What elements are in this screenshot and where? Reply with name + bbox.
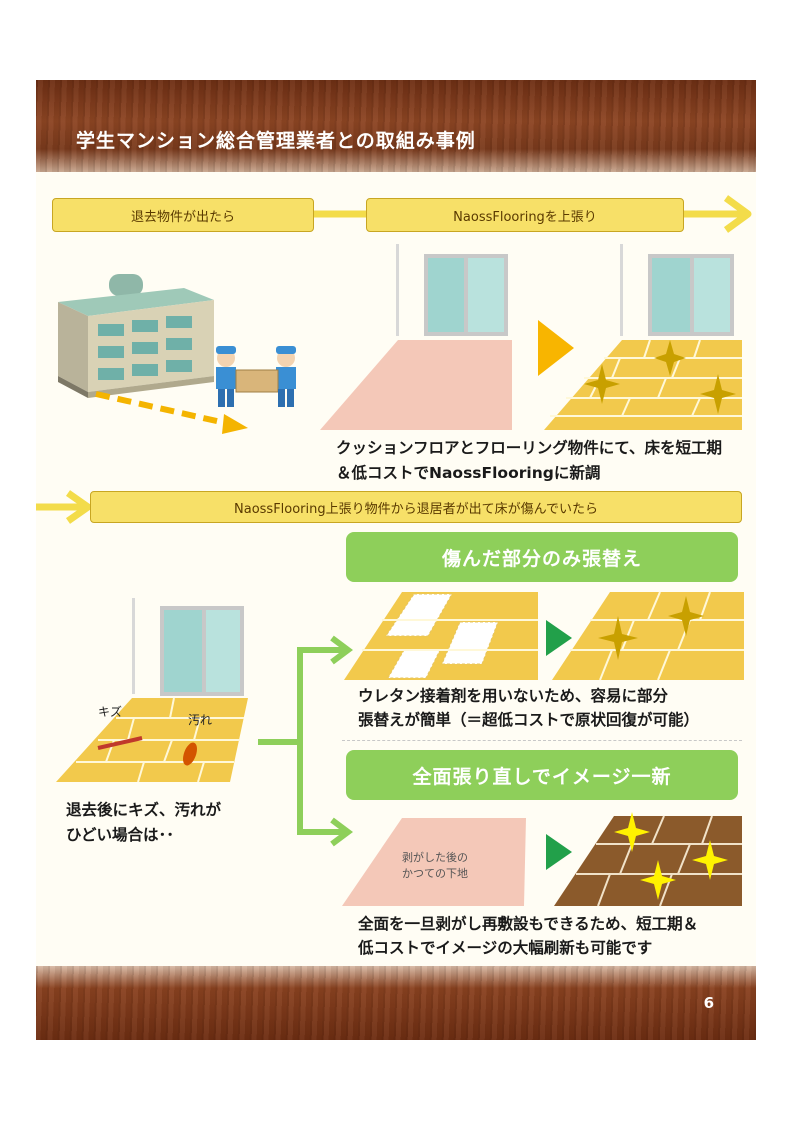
- flow-arrow-middle: [36, 490, 92, 524]
- banner-overlay: NaossFlooringを上張り: [366, 198, 684, 232]
- green-arrow-right-icon: [546, 834, 572, 870]
- bad-case-caption-line1: 退去後にキズ、汚れが: [66, 801, 222, 819]
- damage-label-scratch: キズ: [98, 705, 123, 719]
- footer-wood-band: [36, 966, 756, 1040]
- bad-case-caption-line2: ひどい場合は･･: [66, 826, 175, 844]
- damaged-room-illustration: [56, 598, 248, 783]
- new-brown-floor-illustration: [554, 812, 742, 907]
- banner-move-out: 退去物件が出たら: [52, 198, 314, 232]
- renewal-caption-line2: ＆低コストでNaossFlooringに新調: [336, 464, 601, 482]
- arrow-right-icon: [538, 320, 574, 376]
- subfloor-label-line1: 剥がした後の: [402, 851, 468, 864]
- renewal-caption-line1: クッションフロアとフローリング物件にて、床を短工期: [336, 439, 722, 457]
- damage-label-stain: 汚れ: [188, 713, 213, 727]
- full-caption-line1: 全面を一旦剥がし再敷設もできるため、短工期＆: [358, 915, 699, 933]
- new-flooring-room-illustration: [544, 244, 742, 430]
- green-arrow-right-icon: [546, 620, 572, 656]
- page-number: 6: [703, 994, 714, 1012]
- partial-caption-line2: 張替えが簡単（＝超低コストで原状回復が可能）: [358, 711, 700, 729]
- partial-repaired-floor-illustration: [552, 591, 744, 681]
- section-divider: [342, 740, 742, 741]
- apartment-building-illustration: [58, 274, 296, 434]
- partial-removed-floor-illustration: [344, 592, 538, 680]
- partial-caption-line1: ウレタン接着剤を用いないため、容易に部分: [358, 687, 669, 705]
- subfloor-label-line2: かつての下地: [402, 867, 468, 880]
- option-full-renewal: 全面張り直しでイメージ一新: [346, 750, 738, 800]
- cushion-floor-room-illustration: [320, 244, 512, 430]
- bare-subfloor-illustration: [342, 818, 526, 906]
- branch-arrows: [258, 635, 353, 847]
- full-caption-line2: 低コストでイメージの大幅刷新も可能です: [358, 939, 653, 957]
- banner-damaged: NaossFlooring上張り物件から退居者が出て床が傷んでいたら: [90, 491, 742, 523]
- slide: 学生マンション総合管理業者との取組み事例 退去物件が出たら NaossFloor…: [36, 80, 756, 1040]
- page-title: 学生マンション総合管理業者との取組み事例: [76, 130, 476, 152]
- header-wood-band: [36, 80, 756, 172]
- option-partial-replacement: 傷んだ部分のみ張替え: [346, 532, 738, 582]
